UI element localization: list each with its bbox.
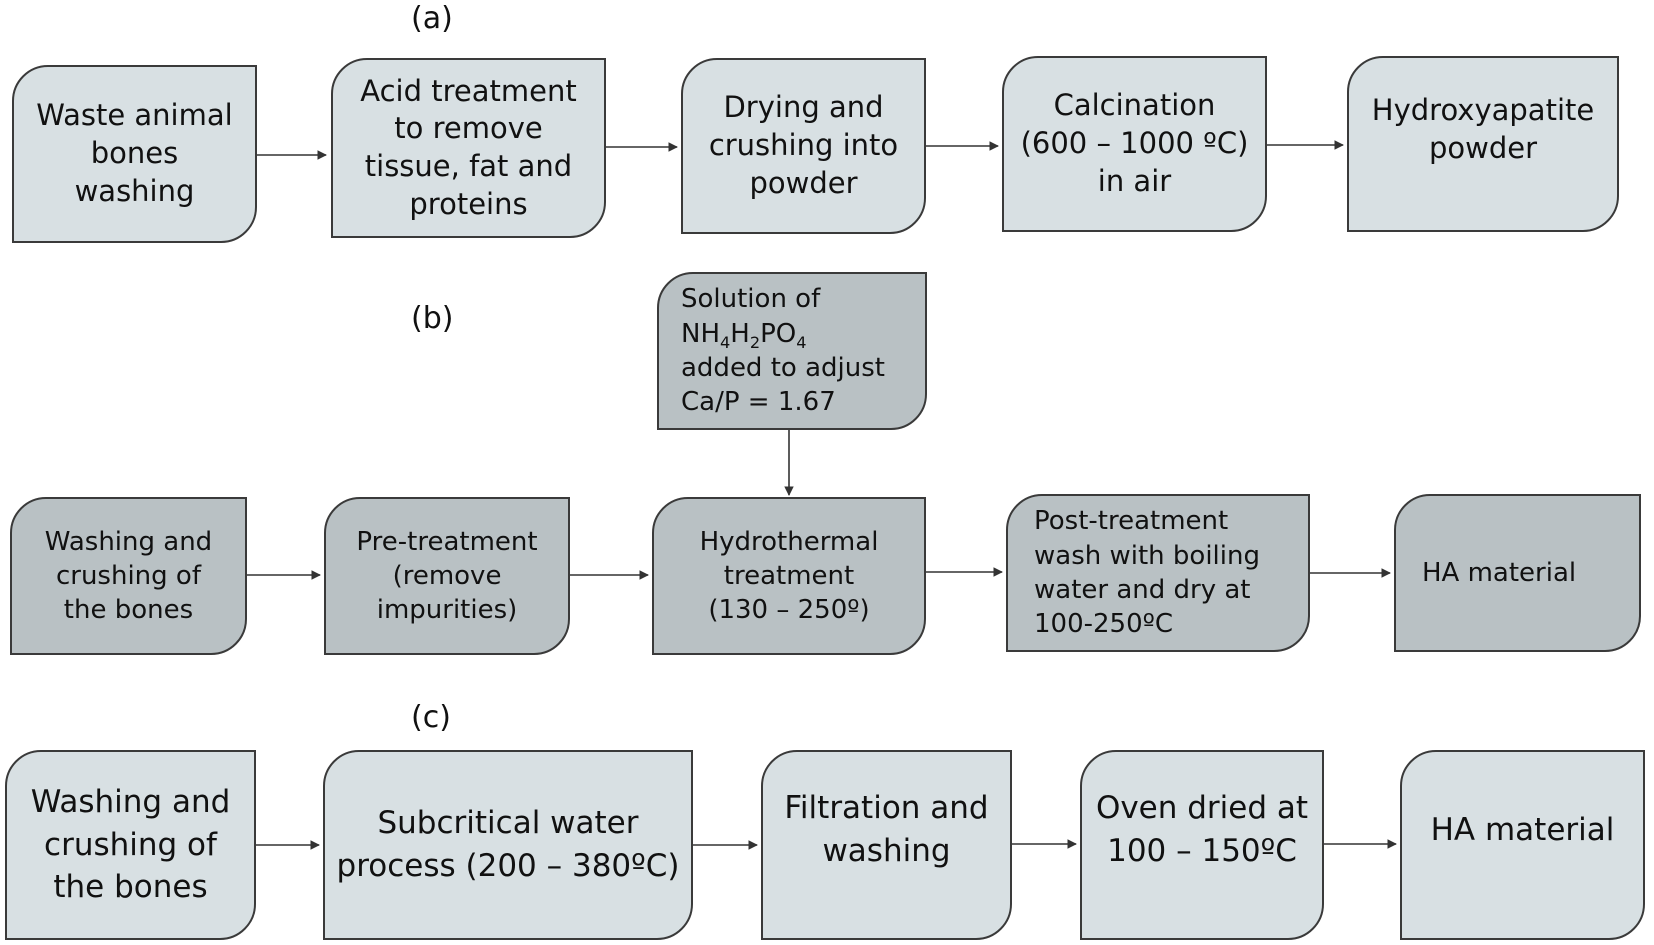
- panel-a-step-2: Acid treatment to remove tissue, fat and…: [331, 58, 606, 238]
- panel-b-step-3: Hydrothermal treatment (130 – 250º): [652, 497, 926, 655]
- panel-a-step-3: Drying and crushing into powder: [681, 58, 926, 234]
- panel-b-step-5: HA material: [1394, 494, 1641, 652]
- input-line-3: added to adjust: [681, 353, 885, 383]
- panel-a-step-4: Calcination (600 – 1000 ºC) in air: [1002, 56, 1267, 232]
- panel-c-step-2: Subcritical water process (200 – 380ºC): [323, 750, 693, 940]
- panel-b-step-1: Washing and crushing of the bones: [10, 497, 247, 655]
- panel-c-step-4: Oven dried at 100 – 150ºC: [1080, 750, 1324, 940]
- panel-a-step-1: Waste animal bones washing: [12, 65, 257, 243]
- input-formula: NH4H2PO4: [681, 318, 807, 352]
- input-line-4: Ca/P = 1.67: [681, 387, 836, 418]
- panel-c-step-1: Washing and crushing of the bones: [5, 750, 256, 940]
- panel-a-step-5: Hydroxyapatite powder: [1347, 56, 1619, 232]
- panel-b-label: (b): [411, 301, 454, 336]
- panel-a-label: (a): [411, 1, 453, 36]
- panel-c-step-5: HA material: [1400, 750, 1645, 940]
- panel-b-input-solution: Solution of NH4H2PO4 added to adjust Ca/…: [657, 272, 927, 430]
- panel-b-step-4: Post-treatment wash with boiling water a…: [1006, 494, 1310, 652]
- panel-b-step-2: Pre-treatment (remove impurities): [324, 497, 570, 655]
- input-line-1: Solution of: [681, 284, 821, 315]
- panel-c-label: (c): [411, 700, 451, 735]
- panel-c-step-3: Filtration and washing: [761, 750, 1012, 940]
